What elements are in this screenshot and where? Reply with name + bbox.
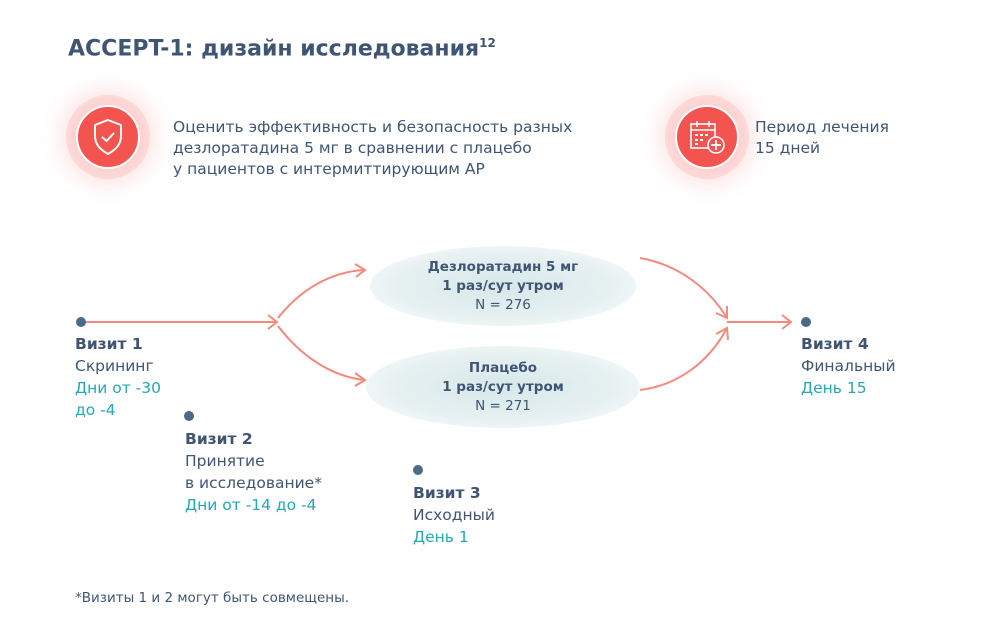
visit-days: Дни от -14 до -4 bbox=[185, 496, 317, 514]
visit-title: Визит 4 bbox=[801, 335, 869, 353]
footnote: *Визиты 1 и 2 могут быть совмещены. bbox=[75, 590, 350, 606]
visit-desc: в исследование* bbox=[185, 474, 322, 492]
page-title: ACCEPT-1: дизайн исследования12 bbox=[68, 36, 496, 61]
period-label: Период лечения bbox=[755, 118, 889, 136]
arrow-head bbox=[267, 314, 279, 330]
arm-dose: 1 раз/сут утром bbox=[442, 378, 564, 395]
arm-n: N = 271 bbox=[475, 397, 531, 414]
visit-dot bbox=[184, 411, 194, 421]
arrow-head bbox=[354, 263, 367, 278]
visit-days: Дни от -30 bbox=[75, 379, 161, 397]
visit-desc: Исходный bbox=[413, 506, 495, 524]
arm-placebo: Плацебо 1 раз/сут утром N = 271 bbox=[366, 346, 640, 428]
period-value: 15 дней bbox=[755, 139, 821, 157]
visit-3: Визит 3 Исходный День 1 bbox=[413, 482, 495, 548]
treatment-period: Период лечения 15 дней bbox=[755, 117, 889, 159]
visit-1: Визит 1 Скрининг Дни от -30 до -4 bbox=[75, 333, 161, 421]
arm-n: N = 276 bbox=[475, 296, 531, 313]
visit-title: Визит 2 bbox=[185, 430, 253, 448]
visit-days: до -4 bbox=[75, 401, 116, 419]
goal-line: дезлоратадина 5 мг в сравнении с плацебо bbox=[173, 139, 532, 157]
arm-name: Дезлоратадин 5 мг bbox=[427, 258, 579, 275]
calendar-plus-icon bbox=[675, 105, 739, 169]
visit-dot bbox=[801, 317, 811, 327]
visit-desc: Скрининг bbox=[75, 357, 154, 375]
title-text: ACCEPT-1: дизайн исследования bbox=[68, 36, 480, 62]
goal-line: у пациентов с интермиттирующим АР bbox=[173, 160, 485, 178]
visit-days: День 15 bbox=[801, 379, 867, 397]
arm-desloratadine: Дезлоратадин 5 мг 1 раз/сут утром N = 27… bbox=[370, 246, 636, 326]
arrow-curve-top bbox=[277, 269, 365, 319]
visit-dot bbox=[76, 317, 86, 327]
arm-name: Плацебо bbox=[468, 359, 538, 376]
study-goal: Оценить эффективность и безопасность раз… bbox=[173, 117, 572, 180]
visit-dot bbox=[413, 465, 423, 475]
visit-title: Визит 3 bbox=[413, 484, 481, 502]
visit-2: Визит 2 Принятие в исследование* Дни от … bbox=[185, 428, 322, 516]
visit-desc: Финальный bbox=[801, 357, 896, 375]
visit-4: Визит 4 Финальный День 15 bbox=[801, 333, 896, 399]
arm-dose: 1 раз/сут утром bbox=[442, 277, 564, 294]
visit-desc: Принятие bbox=[185, 452, 265, 470]
shield-check-icon bbox=[76, 105, 140, 169]
visit-days: День 1 bbox=[413, 528, 469, 546]
visit-title: Визит 1 bbox=[75, 335, 143, 353]
title-reference: 12 bbox=[479, 36, 496, 50]
goal-line: Оценить эффективность и безопасность раз… bbox=[173, 118, 573, 136]
arrow-curve-bottom-right bbox=[639, 327, 728, 391]
arrow-curve-bottom bbox=[277, 325, 365, 381]
arrow-curve-top-right bbox=[639, 257, 728, 319]
